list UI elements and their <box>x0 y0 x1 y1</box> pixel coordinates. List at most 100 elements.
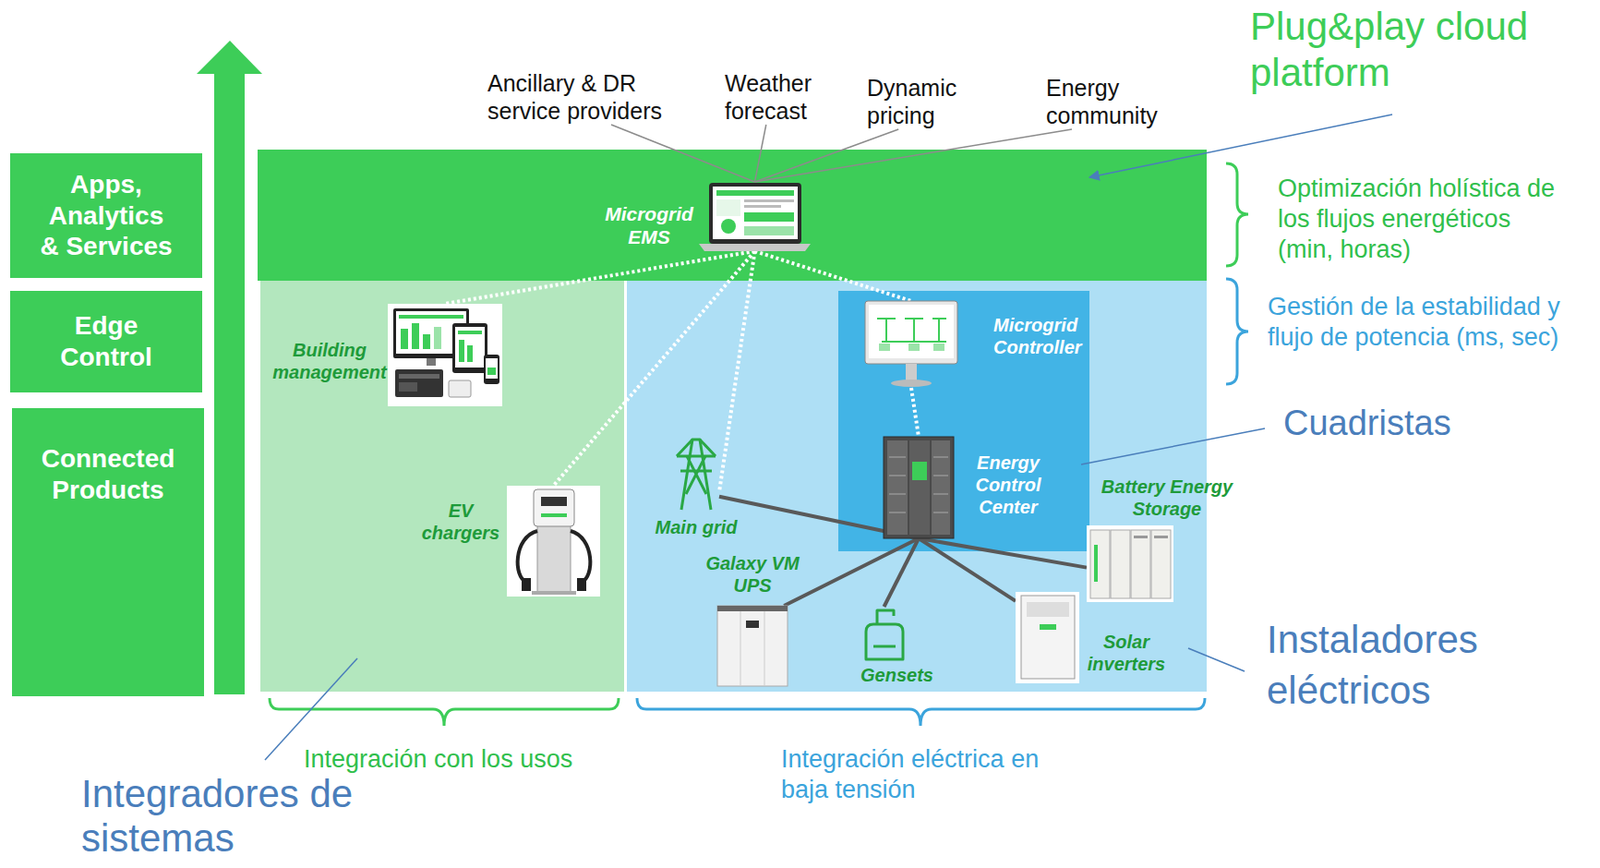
bracket <box>1226 163 1249 266</box>
node-label: EV chargers <box>418 499 504 544</box>
leader-line <box>264 114 1393 760</box>
battery-storage-icon <box>1086 525 1174 602</box>
laptop-icon <box>698 243 811 252</box>
uses-region: Integradores de sistemasBuilding managem… <box>260 280 625 692</box>
genset: Gensets <box>862 606 906 662</box>
building-management-icon <box>483 354 500 385</box>
node-label: Connected Products <box>38 443 178 506</box>
controller-monitor-icon <box>890 379 932 387</box>
control-cabinet-icon <box>887 440 908 535</box>
leader-line <box>264 658 358 760</box>
control-cabinet-icon <box>889 457 949 513</box>
controller-monitor-icon <box>865 300 958 364</box>
solar-inverter-icon <box>1021 595 1075 679</box>
connector <box>445 251 756 304</box>
building-management-icon <box>398 373 440 379</box>
building-management-icon <box>458 339 465 362</box>
platform-band: Plug&play cloud platformMicrogrid EMS <box>257 149 1207 281</box>
ev-charger-icon <box>577 577 587 591</box>
solar-inverter-icon <box>1026 601 1070 617</box>
connector <box>783 538 919 606</box>
solar-inverter: Solar inverters <box>1015 591 1080 684</box>
connector-group <box>445 124 1087 607</box>
building-management-icon <box>426 358 436 366</box>
connector <box>719 496 919 539</box>
layer-arrow <box>196 40 263 695</box>
laptop-icon <box>744 204 782 208</box>
genset-icon <box>866 624 903 660</box>
node-label: Dynamic pricing <box>866 73 976 130</box>
battery-storage-icon <box>1094 544 1098 582</box>
leader-line <box>1089 114 1393 178</box>
connector <box>918 538 1087 568</box>
building-management-icon <box>387 303 503 407</box>
ups-icon <box>740 611 742 686</box>
battery-storage-icon <box>1151 529 1171 599</box>
bracket-note: Integración con los usos <box>303 744 618 775</box>
building-management: Building management <box>387 303 503 407</box>
building-management-icon <box>395 369 444 397</box>
node-label: Galaxy VM UPS <box>701 552 804 597</box>
callout-title: Cuadristas <box>1283 402 1468 446</box>
controller-monitor-icon <box>868 304 954 359</box>
building-management-icon <box>398 382 418 392</box>
ev-charger-icon <box>506 485 601 597</box>
callout-title: Instaladores eléctricos <box>1266 614 1526 716</box>
grid-pylon: Main grid <box>673 436 720 511</box>
bracket <box>1226 278 1249 385</box>
label-slot: Gestión de la estabilidad y flujo de pot… <box>1267 291 1577 353</box>
ev-charger-icon <box>531 590 577 595</box>
battery-storage-icon <box>1086 525 1174 602</box>
building-management-icon <box>433 326 442 349</box>
building-management-icon <box>411 323 420 349</box>
layer-box: Apps, Analytics & Services <box>10 153 203 278</box>
laptop-icon <box>712 186 798 240</box>
pylon-icon <box>685 456 707 494</box>
ev-charger-icon <box>533 489 575 527</box>
ev-charger-icon <box>537 498 571 593</box>
solar-inverter-icon <box>1015 591 1080 684</box>
node-label: Edge Control <box>36 310 176 373</box>
laptop-icon <box>744 212 794 222</box>
building-management-icon <box>387 303 503 407</box>
building-management-icon <box>452 323 488 373</box>
bracket-note: Gestión de la estabilidad y flujo de pot… <box>1267 291 1577 353</box>
node-label: Gensets <box>860 663 944 686</box>
battery-storage: Battery Energy Storage <box>1086 525 1174 602</box>
bracket <box>269 163 1249 726</box>
control-cabinet-icon <box>909 440 930 535</box>
node-label: Ancillary & DR service providers <box>487 69 673 125</box>
battery-storage-icon <box>1090 529 1110 599</box>
callout-title: Plug&play cloud platform <box>1250 3 1546 97</box>
ev-charger-icon <box>570 530 590 582</box>
leader-line <box>1081 428 1265 465</box>
ev-charger-icon <box>521 577 531 591</box>
node-label: Main grid <box>640 516 752 539</box>
controller-monitor-icon <box>908 343 920 351</box>
ups-icon <box>745 620 759 628</box>
controller-monitor-icon <box>878 343 891 351</box>
control-cabinet-icon <box>931 440 951 535</box>
controller-monitor-icon <box>933 343 945 351</box>
battery-storage-icon <box>1154 535 1168 539</box>
control-cabinet-icon <box>883 436 954 539</box>
node-label: Energy Control Center <box>971 451 1046 518</box>
connector <box>611 124 756 182</box>
node-label: Microgrid EMS <box>601 202 698 249</box>
ev-charger-icon <box>541 513 567 518</box>
building-management-icon <box>400 328 409 349</box>
building-management-icon <box>393 308 470 359</box>
energy-control-center: Energy Control Center <box>883 436 954 539</box>
connector <box>755 124 767 182</box>
connector <box>553 251 756 486</box>
building-management-icon <box>485 358 498 379</box>
laptop-icon <box>744 199 794 203</box>
ev-charger-icon <box>517 530 538 582</box>
building-management-icon <box>467 345 473 362</box>
node-label: Building management <box>269 338 390 384</box>
node-label: Weather forecast <box>724 69 829 125</box>
laptop-icon <box>721 218 736 234</box>
callout-title: Integradores de sistemas <box>81 771 377 862</box>
battery-storage-icon <box>1110 529 1131 599</box>
ups-icon <box>764 611 766 686</box>
